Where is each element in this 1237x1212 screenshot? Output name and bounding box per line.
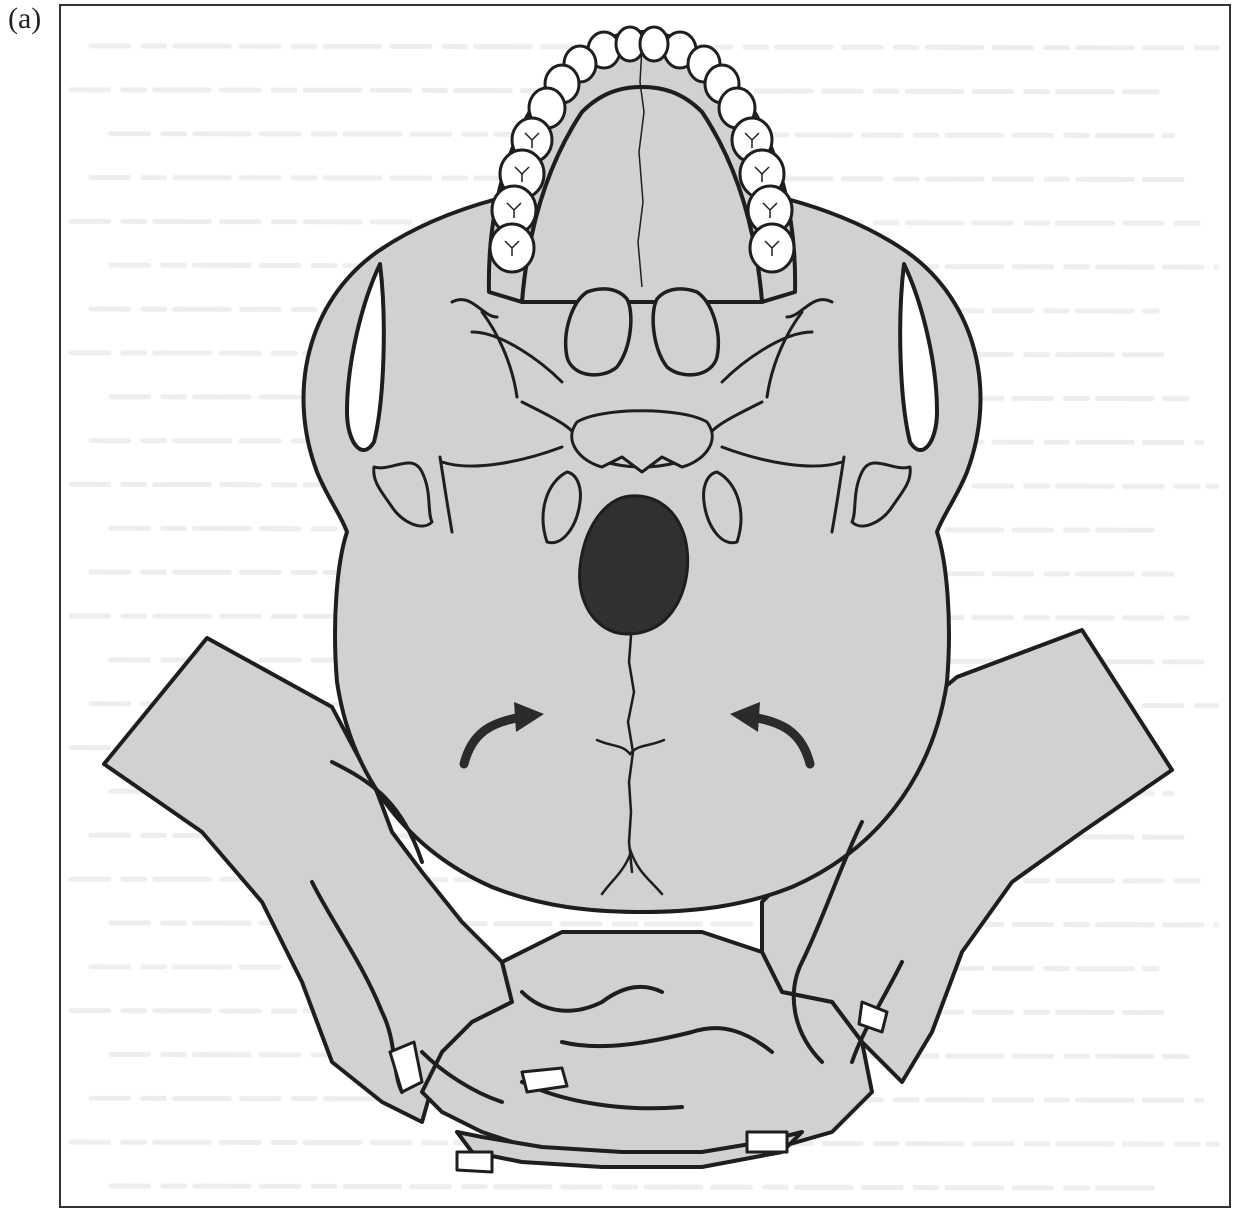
figure-frame [59,4,1231,1208]
left-choana [566,289,631,375]
panel-label: (a) [8,4,41,34]
skull-pelvis-illustration [61,6,1231,1208]
tooth [640,27,668,61]
right-choana [653,289,718,375]
basiocciput [572,411,712,472]
